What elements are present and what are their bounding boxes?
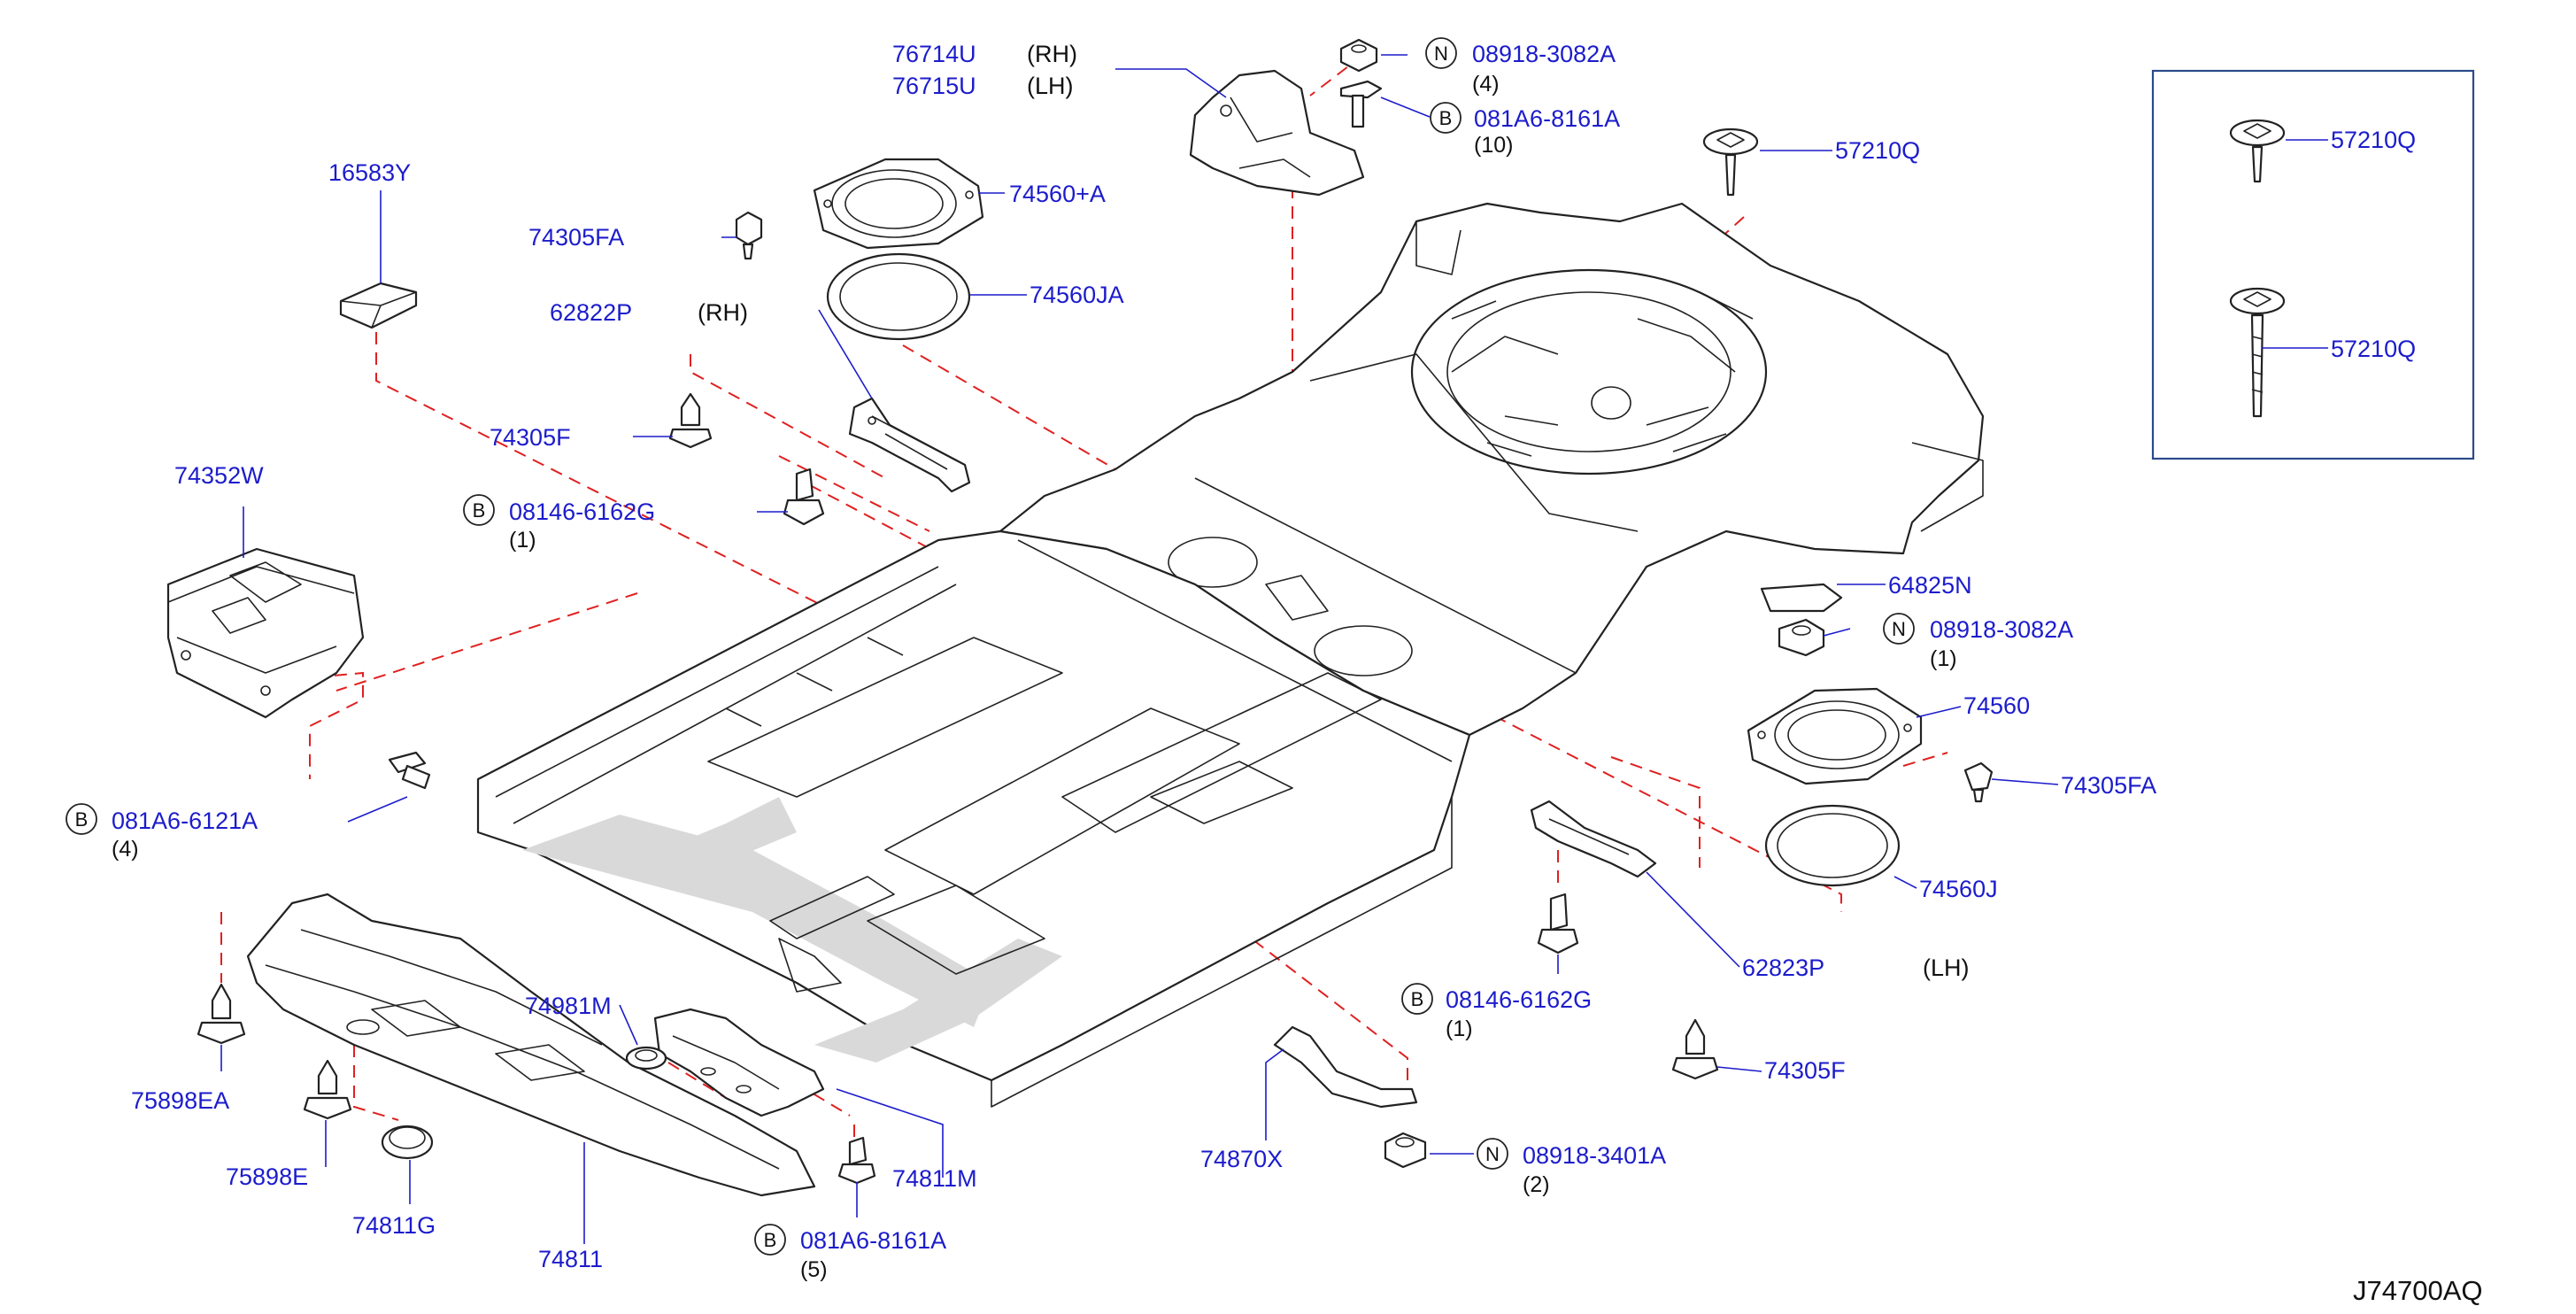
svg-text:(RH): (RH) <box>698 299 748 326</box>
under-cover-74811 <box>246 893 816 1197</box>
svg-text:(5): (5) <box>800 1257 828 1282</box>
front-floor-panel <box>476 529 1471 1108</box>
label-64825n[interactable]: 64825N <box>1888 572 1972 599</box>
svg-text:081A6-8161A: 081A6-8161A <box>800 1227 946 1254</box>
svg-text:(1): (1) <box>509 528 536 553</box>
callout-08918-3082a-top[interactable]: N 08918-3082A (4) <box>1425 37 1616 97</box>
label-74811[interactable]: 74811 <box>538 1246 603 1272</box>
label-57210q-main[interactable]: 57210Q <box>1835 137 1920 164</box>
label-74305fa-right[interactable]: 74305FA <box>2061 772 2156 799</box>
svg-text:62823P: 62823P <box>1742 955 1824 981</box>
svg-text:B: B <box>1439 107 1453 129</box>
callout-081a6-6121a[interactable]: B 081A6-6121A (4) <box>66 803 258 862</box>
callout-76714u[interactable]: 76714U (RH) <box>892 41 1077 67</box>
svg-text:76714U: 76714U <box>892 41 976 67</box>
svg-text:08146-6162G: 08146-6162G <box>1446 986 1592 1013</box>
inset-frame <box>2151 69 2475 460</box>
nut-code-circle <box>1425 37 1457 69</box>
bracket-74352w <box>166 547 431 790</box>
svg-text:08918-3401A: 08918-3401A <box>1523 1142 1666 1169</box>
bracket-76714u <box>1189 69 1365 197</box>
bracket-62822p <box>848 397 971 493</box>
label-74870x[interactable]: 74870X <box>1200 1146 1283 1172</box>
nut-code-circle <box>1883 613 1915 645</box>
callout-76715u[interactable]: 76715U (LH) <box>892 73 1074 99</box>
callout-62823p[interactable]: 62823P (LH) <box>1742 955 1970 981</box>
svg-text:76715U: 76715U <box>892 73 976 99</box>
label-74352w[interactable]: 74352W <box>174 462 264 489</box>
strap-74870x <box>1273 1025 1427 1169</box>
seal-74560a <box>813 158 984 341</box>
label-74560-a[interactable]: 74560+A <box>1009 181 1106 207</box>
clip-74305f-left <box>668 392 825 526</box>
svg-text:N: N <box>1434 43 1448 65</box>
label-74811m[interactable]: 74811M <box>892 1165 977 1192</box>
label-75898e[interactable]: 75898E <box>226 1163 308 1190</box>
rear-floor-panel <box>999 202 1985 737</box>
svg-text:081A6-6121A: 081A6-6121A <box>112 808 258 834</box>
svg-text:(RH): (RH) <box>1027 41 1077 67</box>
label-74560j[interactable]: 74560J <box>1919 876 1998 902</box>
callout-08146-6162g-left[interactable]: B 08146-6162G (1) <box>463 494 655 553</box>
label-74305f-right[interactable]: 74305F <box>1764 1057 1846 1084</box>
bracket-64825n <box>1760 583 1843 657</box>
bolt-code-circle <box>1430 102 1462 134</box>
pad-16583y <box>339 282 418 329</box>
bolt-code-circle <box>754 1224 786 1256</box>
bracket-62823p <box>1530 800 1719 1080</box>
label-74560[interactable]: 74560 <box>1963 692 2030 719</box>
callout-08918-3401a[interactable]: N 08918-3401A (2) <box>1477 1138 1666 1197</box>
svg-text:(LH): (LH) <box>1027 73 1074 99</box>
svg-text:N: N <box>1892 618 1906 640</box>
svg-text:08918-3082A: 08918-3082A <box>1472 41 1616 67</box>
svg-text:B: B <box>473 499 486 522</box>
callout-081a6-8161a-top[interactable]: B 081A6-8161A (10) <box>1430 102 1620 158</box>
leader-lines <box>220 54 2328 1244</box>
callout-08918-3082a-right[interactable]: N 08918-3082A (1) <box>1883 613 2073 671</box>
svg-text:(LH): (LH) <box>1923 955 1970 981</box>
svg-text:(2): (2) <box>1523 1172 1550 1197</box>
label-16583y[interactable]: 16583Y <box>328 159 411 186</box>
svg-text:(1): (1) <box>1446 1016 1473 1041</box>
callout-08146-6162g-right[interactable]: B 08146-6162G (1) <box>1401 983 1592 1041</box>
label-inset-57210q-short[interactable]: 57210Q <box>2331 127 2416 153</box>
label-74560ja[interactable]: 74560JA <box>1030 282 1124 308</box>
svg-text:08146-6162G: 08146-6162G <box>509 499 655 525</box>
callout-081a6-8161a-bottom[interactable]: B 081A6-8161A (5) <box>754 1224 946 1282</box>
svg-text:(4): (4) <box>1472 72 1500 97</box>
label-75898ea[interactable]: 75898EA <box>131 1087 229 1114</box>
bracket-74811m <box>653 1008 825 1117</box>
seal-74560 <box>1747 687 1994 887</box>
svg-text:(4): (4) <box>112 837 139 862</box>
bolt-code-circle <box>1401 983 1433 1015</box>
svg-text:08918-3082A: 08918-3082A <box>1930 616 2073 643</box>
label-74811g[interactable]: 74811G <box>352 1212 436 1239</box>
svg-text:62822P: 62822P <box>550 299 632 326</box>
svg-text:081A6-8161A: 081A6-8161A <box>1474 105 1620 132</box>
bolt-code-circle <box>463 494 495 526</box>
bolt-code-circle <box>66 803 97 835</box>
svg-text:(1): (1) <box>1930 646 1957 671</box>
svg-text:B: B <box>764 1229 777 1251</box>
label-74981m[interactable]: 74981M <box>525 993 612 1019</box>
callout-62822p[interactable]: 62822P (RH) <box>550 299 748 326</box>
inset-box <box>2151 69 2475 460</box>
label-74305fa-top[interactable]: 74305FA <box>528 224 624 251</box>
svg-text:(10): (10) <box>1474 133 1513 158</box>
svg-text:B: B <box>75 808 89 831</box>
diagram-code: J74700AQ <box>2353 1275 2483 1306</box>
nut-code-circle <box>1477 1138 1508 1170</box>
label-74305f-left[interactable]: 74305F <box>490 424 571 451</box>
fasteners-bottom <box>197 983 876 1185</box>
label-inset-57210q-long[interactable]: 57210Q <box>2331 336 2416 362</box>
svg-text:N: N <box>1485 1143 1500 1165</box>
svg-text:B: B <box>1411 988 1424 1010</box>
fasteners-top <box>735 38 1759 260</box>
